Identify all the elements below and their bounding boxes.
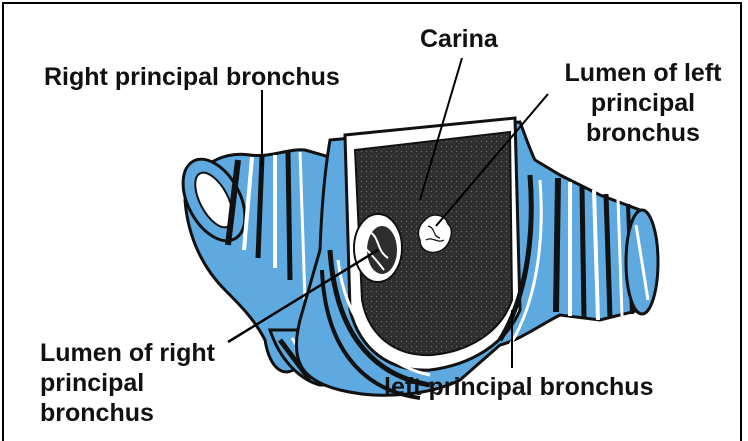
- label-lumen-left: Lumen of left principal bronchus: [548, 58, 738, 148]
- label-right-principal-bronchus: Right principal bronchus: [44, 62, 340, 92]
- right-lumen-opening: [354, 214, 402, 282]
- label-lumen-left-line-2: principal: [548, 88, 738, 118]
- label-carina: Carina: [420, 24, 498, 54]
- label-lumen-left-line-1: Lumen of left: [548, 58, 738, 88]
- label-lumen-right-line-1: Lumen of right: [40, 338, 215, 368]
- left-lumen-opening: [418, 215, 451, 252]
- label-left-principal-bronchus: left principal bronchus: [384, 372, 653, 402]
- label-lumen-left-line-3: bronchus: [548, 118, 738, 148]
- label-lumen-right-line-2: principal: [40, 368, 215, 398]
- label-lumen-right: Lumen of right principal bronchus: [40, 338, 215, 428]
- label-lumen-right-line-3: bronchus: [40, 398, 215, 428]
- left-bronchus-rings: [556, 178, 658, 320]
